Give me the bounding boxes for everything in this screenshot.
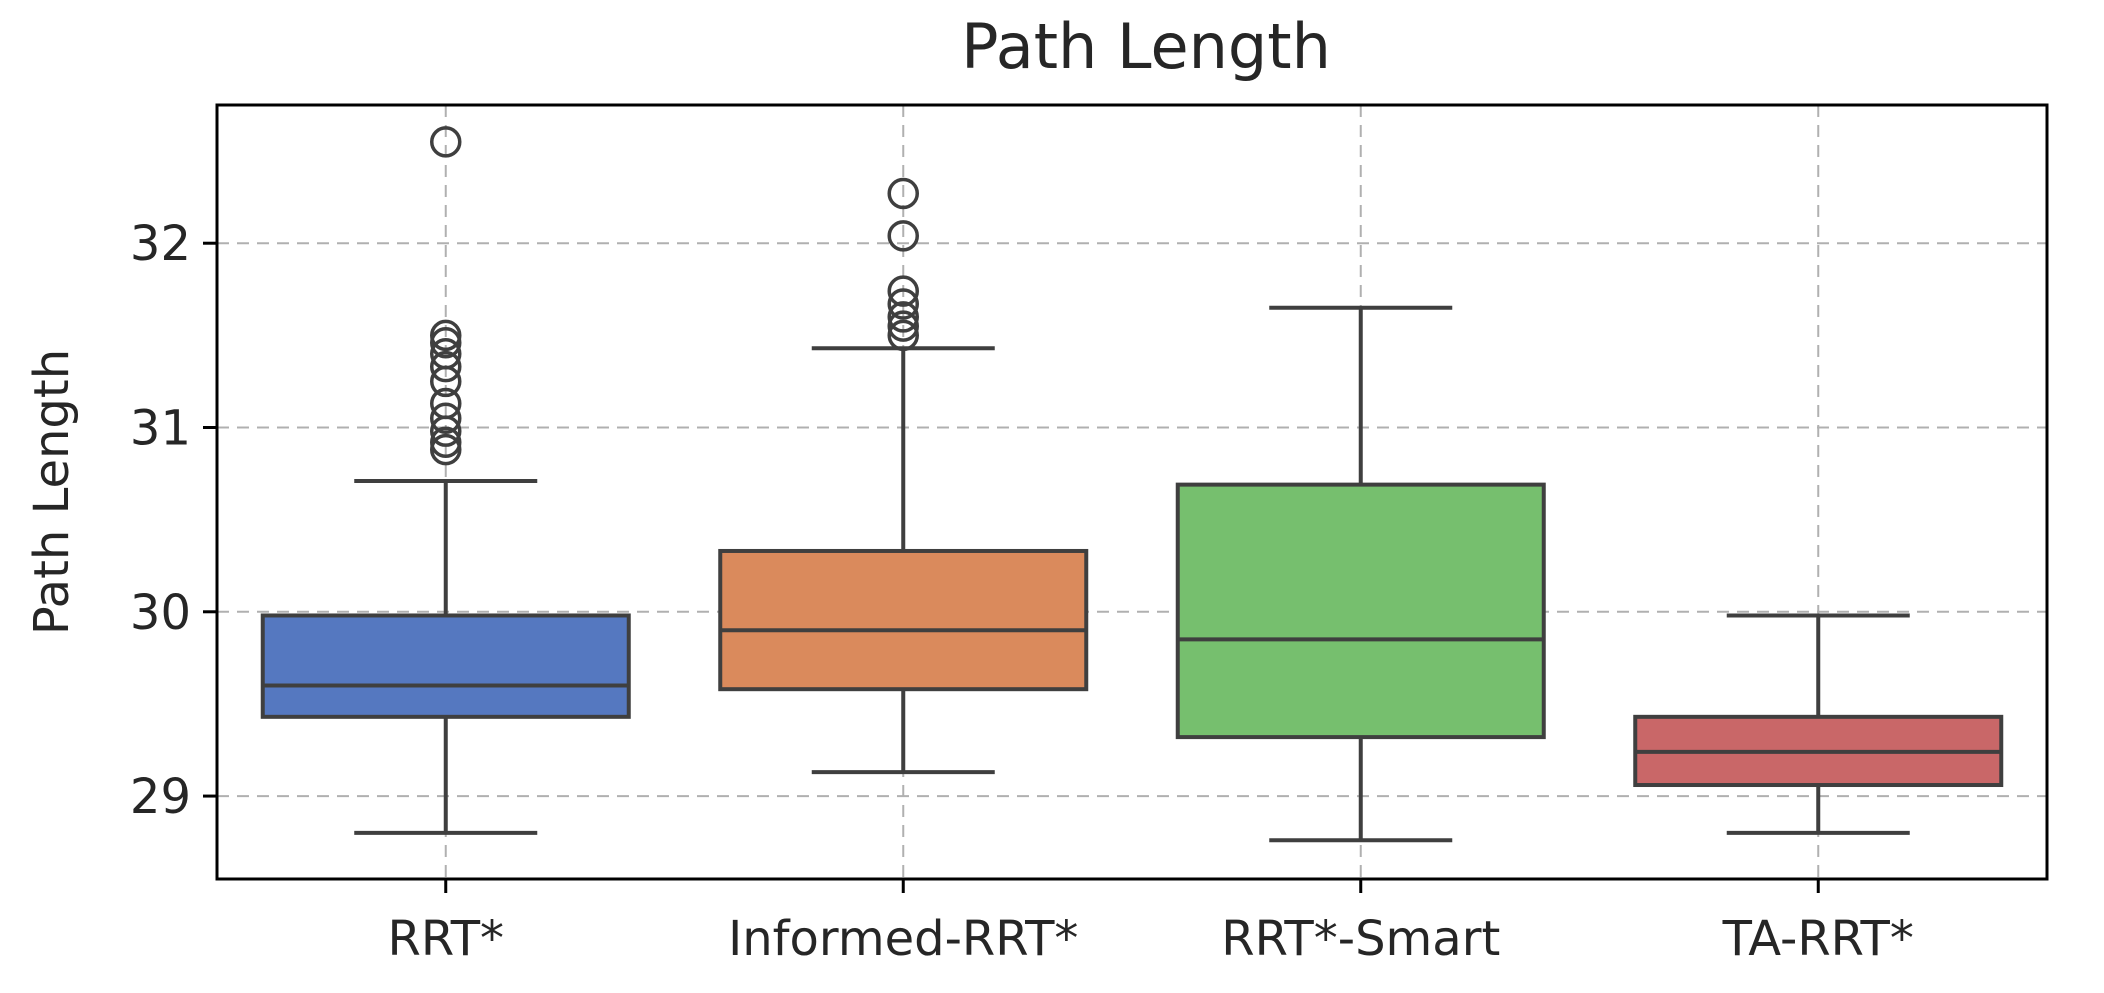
box-group [1633,613,2004,835]
outlier-point [430,415,462,447]
y-tick-label: 32 [130,216,191,272]
box-group [1175,305,1546,843]
outlier-point [430,126,462,158]
y-tick-label: 30 [130,585,191,641]
outlier-point [887,310,919,342]
outlier-point [430,365,462,398]
y-tick-label: 29 [130,769,191,825]
outlier-point [887,301,919,333]
box-iqr [718,548,1089,692]
x-tick-label: RRT*-Smart [1221,911,1500,967]
outlier-point [430,433,462,466]
outlier-point [430,426,462,458]
outlier-point [887,275,919,307]
outlier-point [887,177,919,210]
box-iqr [1175,482,1546,740]
outlier-point [430,319,462,352]
outlier-point [887,220,919,252]
outlier-point [430,402,462,435]
box-group [718,177,1089,775]
x-tick-label: TA-RRT* [1722,911,1914,967]
outlier-point [430,326,462,359]
outlier-point [887,319,919,352]
x-tick-label: Informed-RRT* [728,911,1078,967]
outlier-point [887,288,919,320]
plot-frame [215,103,2049,881]
box-layer [260,126,2004,843]
y-tick-label: 31 [130,401,191,457]
chart-title: Path Length [961,10,1331,83]
y-axis-label: Path Length [24,349,80,635]
outlier-point [430,350,462,383]
x-tick-label: RRT* [387,911,504,967]
box-group [260,126,631,835]
box-iqr [260,613,631,719]
